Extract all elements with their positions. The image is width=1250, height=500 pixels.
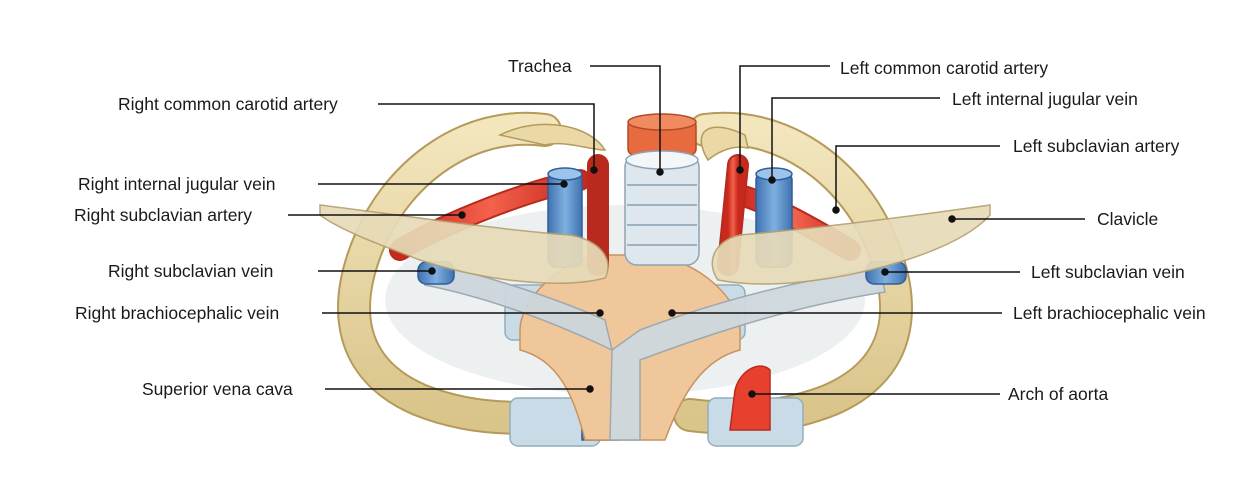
leader-left-subclavian-artery	[835, 145, 1000, 210]
label-right-internal-jugular-vein: Right internal jugular vein	[78, 174, 276, 194]
label-left-subclavian-artery: Left subclavian artery	[1013, 136, 1180, 156]
label-superior-vena-cava: Superior vena cava	[142, 379, 293, 399]
leader-right-common-carotid	[378, 103, 595, 170]
label-trachea: Trachea	[508, 56, 572, 76]
leader-lines	[288, 65, 1085, 398]
label-right-subclavian-vein: Right subclavian vein	[108, 261, 274, 281]
label-right-subclavian-artery: Right subclavian artery	[74, 205, 252, 225]
first-rib-right	[337, 111, 577, 435]
label-left-subclavian-vein: Left subclavian vein	[1031, 262, 1185, 282]
leader-left-internal-jugular	[771, 97, 940, 180]
label-clavicle: Clavicle	[1097, 209, 1159, 229]
label-left-common-carotid-artery: Left common carotid artery	[840, 58, 1049, 78]
label-left-internal-jugular-vein: Left internal jugular vein	[952, 89, 1138, 109]
trachea-shape	[624, 113, 700, 266]
aortic-arch-shape	[729, 365, 771, 431]
label-right-brachiocephalic-vein: Right brachiocephalic vein	[75, 303, 280, 323]
rib-head-right	[497, 123, 607, 151]
leader-trachea	[590, 65, 661, 172]
label-left-brachiocephalic-vein: Left brachiocephalic vein	[1013, 303, 1206, 323]
rib-head-left	[700, 126, 750, 162]
clavicle-left	[711, 204, 991, 285]
left-brachiocephalic-vein-shape	[609, 267, 886, 441]
label-arch-of-aorta: Arch of aorta	[1008, 384, 1109, 404]
label-right-common-carotid-artery: Right common carotid artery	[118, 94, 338, 114]
clavicle-right	[319, 204, 609, 284]
leader-left-common-carotid	[739, 65, 830, 170]
